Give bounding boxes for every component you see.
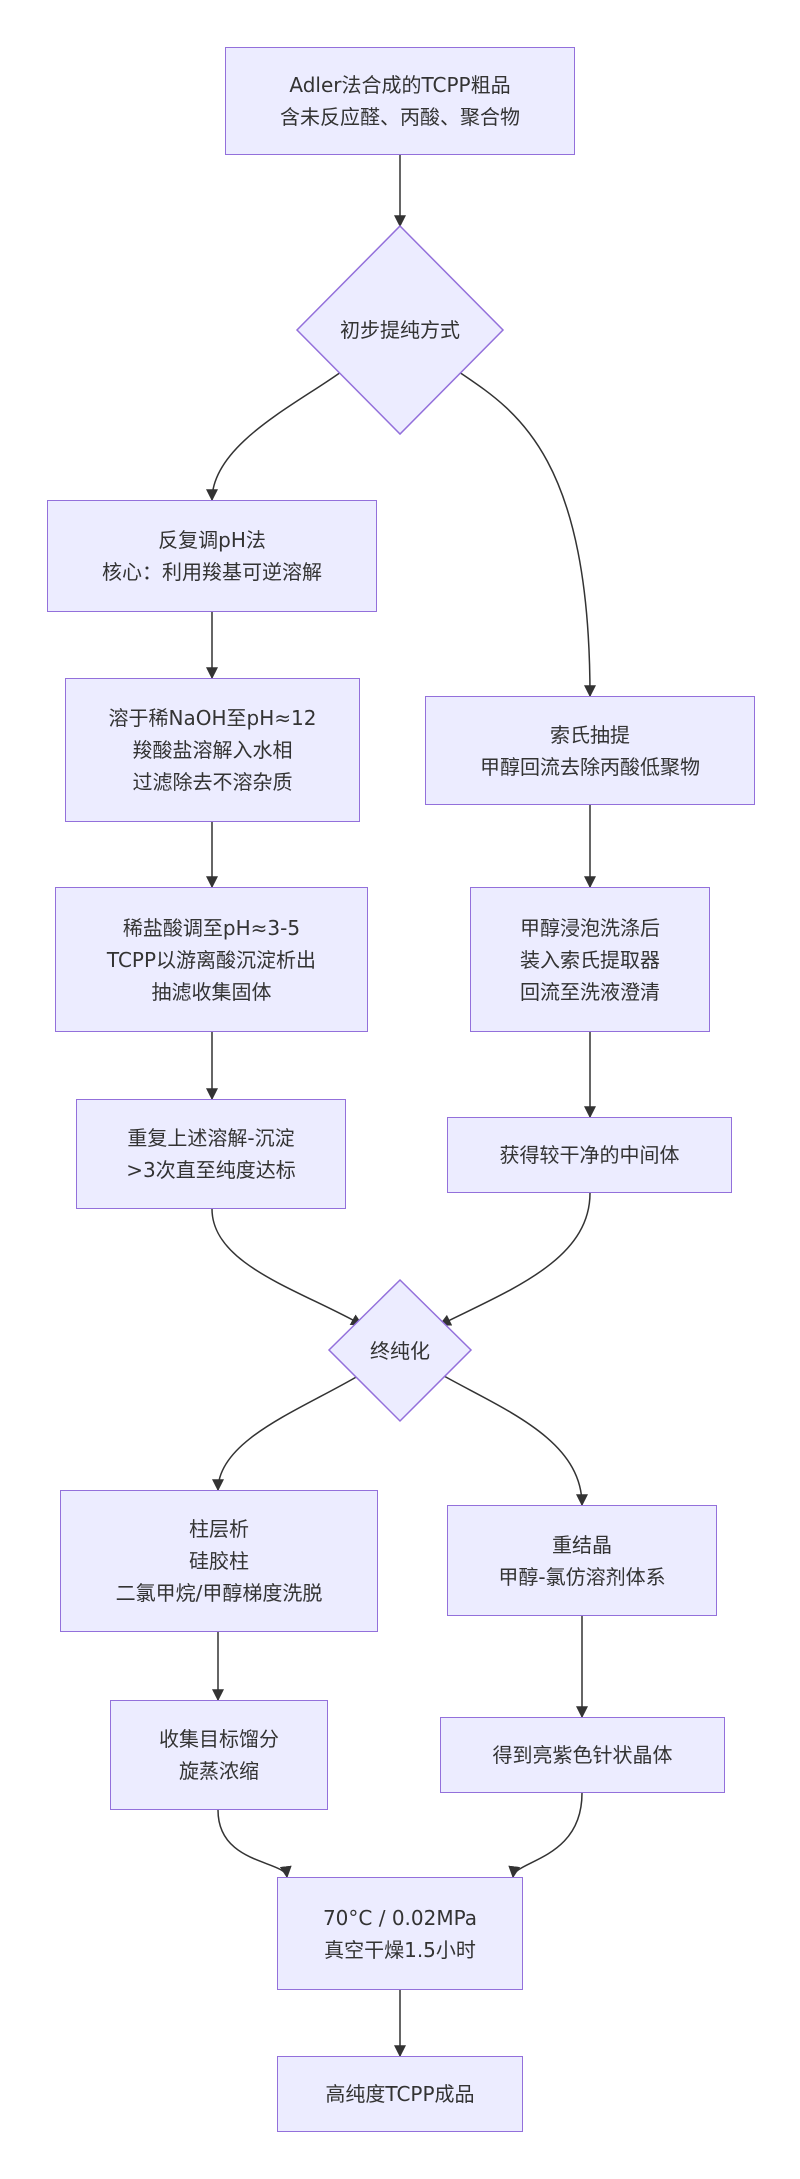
node-vacuum-drying: 70°C / 0.02MPa 真空干燥1.5小时 [277,1877,523,1990]
decision1-diamond [295,224,505,436]
node-crude-tcpp: Adler法合成的TCPP粗品 含未反应醛、丙酸、聚合物 [225,47,575,155]
edge-decision1-to-soxhlet [458,371,596,698]
node-repeat-dissolve-precipitate: 重复上述溶解-沉淀 >3次直至纯度达标 [76,1099,346,1209]
decision2-diamond [327,1278,473,1423]
edge-decision1-to-ph [206,371,342,502]
node-acidify-hcl: 稀盐酸调至pH≈3-5 TCPP以游离酸沉淀析出 抽滤收集固体 [55,887,368,1032]
node-initial-purification-decision: 初步提纯方式 [340,318,460,342]
edge-decision2-to-recryst [443,1375,588,1507]
node-ph-method: 反复调pH法 核心：利用羧基可逆溶解 [47,500,377,612]
edge-collect-to-dry [217,1809,292,1879]
node-high-purity-product: 高纯度TCPP成品 [277,2056,523,2132]
node-final-purification-decision: 终纯化 [370,1338,430,1363]
edge-repeat-to-decision2 [211,1208,364,1326]
node-soxhlet-extraction: 索氏抽提 甲醇回流去除丙酸低聚物 [425,696,755,805]
node-purple-crystals: 得到亮紫色针状晶体 [440,1717,725,1793]
node-column-chromatography: 柱层析 硅胶柱 二氯甲烷/甲醇梯度洗脱 [60,1490,378,1632]
node-methanol-soak: 甲醇浸泡洗涤后 装入索氏提取器 回流至洗液澄清 [470,887,710,1032]
edge-crystals-to-dry [508,1792,583,1879]
edge-intermediate-to-decision2 [438,1192,591,1326]
node-dissolve-naoh: 溶于稀NaOH至pH≈12 羧酸盐溶解入水相 过滤除去不溶杂质 [65,678,360,822]
node-recrystallization: 重结晶 甲醇-氯仿溶剂体系 [447,1505,717,1616]
node-clean-intermediate: 获得较干净的中间体 [447,1117,732,1193]
node-collect-fractions: 收集目标馏分 旋蒸浓缩 [110,1700,328,1810]
edge-decision2-to-column [212,1375,359,1492]
